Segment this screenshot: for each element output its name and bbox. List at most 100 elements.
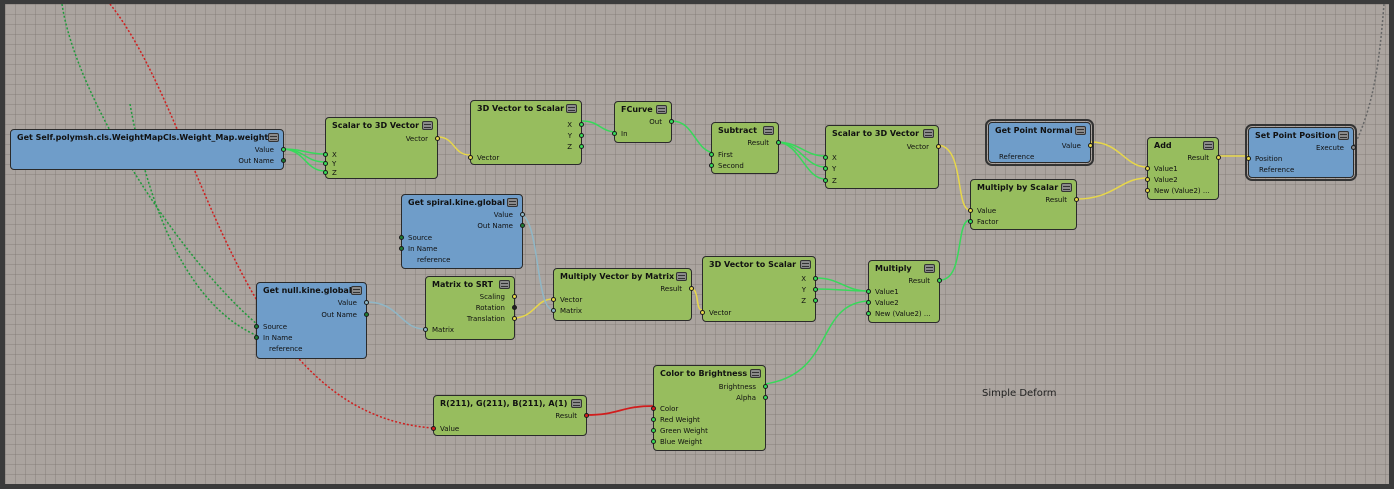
node-set-point-position[interactable]: Set Point Position Execute Position Refe… bbox=[1245, 124, 1357, 181]
port-vector-dot[interactable] bbox=[468, 155, 473, 160]
port-result-label: Result bbox=[555, 412, 577, 420]
port-vector-dot[interactable] bbox=[551, 297, 556, 302]
port-x-dot[interactable] bbox=[823, 155, 828, 160]
port-matrix-dot[interactable] bbox=[423, 327, 428, 332]
port-value-dot[interactable] bbox=[281, 147, 286, 152]
port-z-dot[interactable] bbox=[579, 144, 584, 149]
port-inname-dot[interactable] bbox=[254, 335, 259, 340]
port-z-dot[interactable] bbox=[323, 170, 328, 175]
port-in-dot[interactable] bbox=[612, 131, 617, 136]
node-menu-icon[interactable] bbox=[566, 104, 577, 113]
graph-canvas[interactable]: Get Self.polymsh.cls.WeightMapCls.Weight… bbox=[5, 4, 1389, 484]
port-vector-dot[interactable] bbox=[700, 310, 705, 315]
port-new-dot[interactable] bbox=[866, 311, 871, 316]
port-outname-dot[interactable] bbox=[520, 223, 525, 228]
port-blue-weight-dot[interactable] bbox=[651, 439, 656, 444]
port-out-dot[interactable] bbox=[669, 119, 674, 124]
port-green-weight-dot[interactable] bbox=[651, 428, 656, 433]
port-new-dot[interactable] bbox=[1145, 188, 1150, 193]
node-get-spiral-kine[interactable]: Get spiral.kine.global Value Out Name So… bbox=[399, 194, 525, 269]
port-blue-weight-label: Blue Weight bbox=[660, 438, 703, 446]
port-value2-dot[interactable] bbox=[866, 300, 871, 305]
port-vector-dot[interactable] bbox=[936, 144, 941, 149]
node-multiply[interactable]: Multiply Result Value1 Value2 New (Value… bbox=[866, 260, 942, 323]
node-add[interactable]: Add Result Value1 Value2 New (Value2) ..… bbox=[1145, 137, 1221, 200]
port-y-dot[interactable] bbox=[813, 287, 818, 292]
node-menu-icon[interactable] bbox=[676, 272, 687, 281]
port-scaling-dot[interactable] bbox=[512, 294, 517, 299]
node-menu-icon[interactable] bbox=[924, 264, 935, 273]
port-value-dot[interactable] bbox=[1088, 143, 1093, 148]
port-translation-dot[interactable] bbox=[512, 316, 517, 321]
node-matrix-to-srt[interactable]: Matrix to SRT Scaling Rotation Translati… bbox=[423, 276, 517, 340]
port-value-dot[interactable] bbox=[431, 426, 436, 431]
port-value2-dot[interactable] bbox=[1145, 177, 1150, 182]
node-menu-icon[interactable] bbox=[499, 280, 510, 289]
node-get-point-normal[interactable]: Get Point Normal Value Reference bbox=[985, 119, 1094, 166]
node-scalar-to-vector-1[interactable]: Scalar to 3D Vector X Y Z Vector bbox=[323, 117, 440, 179]
port-value1-dot[interactable] bbox=[866, 289, 871, 294]
node-menu-icon[interactable] bbox=[1075, 126, 1086, 135]
port-result-dot[interactable] bbox=[584, 413, 589, 418]
port-vector-dot[interactable] bbox=[435, 136, 440, 141]
port-red-weight-dot[interactable] bbox=[651, 417, 656, 422]
port-source-dot[interactable] bbox=[254, 324, 259, 329]
node-get-null-kine[interactable]: Get null.kine.global Value Out Name Sour… bbox=[254, 282, 369, 359]
port-x-dot[interactable] bbox=[579, 122, 584, 127]
node-get-weights[interactable]: Get Self.polymsh.cls.WeightMapCls.Weight… bbox=[10, 129, 286, 170]
node-menu-icon[interactable] bbox=[1338, 131, 1349, 140]
node-color-constant[interactable]: R(211), G(211), B(211), A(1) Result Valu… bbox=[431, 395, 589, 436]
port-y-dot[interactable] bbox=[323, 161, 328, 166]
port-z-dot[interactable] bbox=[813, 298, 818, 303]
node-multiply-by-scalar[interactable]: Multiply by Scalar Result Value Factor bbox=[968, 179, 1079, 230]
port-outname-dot[interactable] bbox=[364, 312, 369, 317]
port-outname-dot[interactable] bbox=[281, 158, 286, 163]
port-rotation-dot[interactable] bbox=[512, 305, 517, 310]
node-menu-icon[interactable] bbox=[763, 126, 774, 135]
port-result-dot[interactable] bbox=[937, 278, 942, 283]
node-menu-icon[interactable] bbox=[268, 133, 279, 142]
node-menu-icon[interactable] bbox=[923, 129, 934, 138]
node-menu-icon[interactable] bbox=[1061, 183, 1072, 192]
port-result-dot[interactable] bbox=[776, 140, 781, 145]
port-value-dot[interactable] bbox=[520, 212, 525, 217]
node-menu-icon[interactable] bbox=[1203, 141, 1214, 150]
node-scalar-to-vector-2[interactable]: Scalar to 3D Vector Vector X Y Z bbox=[823, 125, 941, 189]
node-menu-icon[interactable] bbox=[422, 121, 433, 130]
port-factor-dot[interactable] bbox=[968, 219, 973, 224]
port-value-dot[interactable] bbox=[968, 208, 973, 213]
port-z-dot[interactable] bbox=[823, 178, 828, 183]
node-menu-icon[interactable] bbox=[800, 260, 811, 269]
port-alpha-dot[interactable] bbox=[763, 395, 768, 400]
port-y-dot[interactable] bbox=[823, 166, 828, 171]
port-first-dot[interactable] bbox=[709, 152, 714, 157]
node-menu-icon[interactable] bbox=[351, 286, 362, 295]
port-y-dot[interactable] bbox=[579, 133, 584, 138]
node-fcurve[interactable]: FCurve Out In bbox=[612, 101, 674, 143]
node-menu-icon[interactable] bbox=[750, 369, 761, 378]
port-x-dot[interactable] bbox=[323, 152, 328, 157]
port-result-dot[interactable] bbox=[1074, 197, 1079, 202]
port-x-dot[interactable] bbox=[813, 276, 818, 281]
node-multiply-vector-by-matrix[interactable]: Multiply Vector by Matrix Result Vector … bbox=[551, 268, 694, 321]
port-position-dot[interactable] bbox=[1246, 156, 1251, 161]
node-menu-icon[interactable] bbox=[571, 399, 582, 408]
port-color-dot[interactable] bbox=[651, 406, 656, 411]
node-menu-icon[interactable] bbox=[507, 198, 518, 207]
port-result-dot[interactable] bbox=[1216, 155, 1221, 160]
port-brightness-dot[interactable] bbox=[763, 384, 768, 389]
port-execute-dot[interactable] bbox=[1351, 145, 1356, 150]
port-result-dot[interactable] bbox=[689, 286, 694, 291]
node-subtract[interactable]: Subtract Result First Second bbox=[709, 122, 781, 174]
node-vector-to-scalar-1[interactable]: 3D Vector to Scalar X Y Z Vector bbox=[468, 100, 584, 165]
port-inname-dot[interactable] bbox=[399, 246, 404, 251]
port-second-dot[interactable] bbox=[709, 163, 714, 168]
port-value-dot[interactable] bbox=[364, 300, 369, 305]
port-value1-dot[interactable] bbox=[1145, 166, 1150, 171]
node-vector-to-scalar-2[interactable]: 3D Vector to Scalar X Y Z Vector bbox=[700, 256, 818, 322]
port-matrix-dot[interactable] bbox=[551, 308, 556, 313]
node-color-to-brightness[interactable]: Color to Brightness Brightness Alpha Col… bbox=[651, 365, 768, 451]
port-source-dot[interactable] bbox=[399, 235, 404, 240]
port-translation-label: Translation bbox=[466, 315, 505, 323]
node-menu-icon[interactable] bbox=[656, 105, 667, 114]
